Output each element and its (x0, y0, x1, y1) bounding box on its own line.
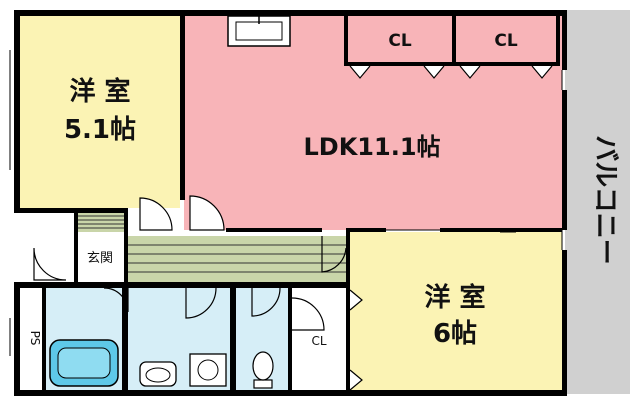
corridor-area (126, 236, 346, 282)
closet-1-label: CL (388, 31, 411, 51)
wash-basin-icon (139, 361, 177, 387)
sliding-door-markers (386, 70, 563, 250)
ldk-area (184, 16, 562, 230)
door-swings (33, 195, 347, 331)
balcony-area (565, 10, 630, 394)
step-stripes (78, 212, 124, 232)
walls (14, 10, 567, 396)
washing-machine-icon (189, 353, 227, 387)
closet-3-area (292, 288, 346, 390)
entrance-area (76, 236, 124, 282)
western-room-a-area (20, 16, 180, 208)
closet-doors (349, 65, 553, 391)
corridor-stripes (126, 244, 346, 273)
closet-2-label: CL (494, 31, 517, 51)
closet-3-label: CL (311, 334, 326, 348)
kitchen-sink-icon (227, 15, 291, 47)
balcony-label: バルコニー (590, 135, 620, 264)
toilet-icon (252, 351, 274, 389)
western-room-a-label-line1: 洋 室 (69, 76, 130, 107)
pipe-space-label: PS (28, 331, 42, 346)
bathtub-icon (49, 339, 119, 387)
ldk-label: LDK11.1帖 (303, 133, 440, 161)
western-room-b-label-line2: 6帖 (433, 319, 477, 349)
entrance-label: 玄関 (87, 251, 113, 266)
western-room-a-label-line2: 5.1帖 (64, 115, 136, 145)
western-room-b-label-line1: 洋 室 (424, 282, 485, 313)
western-room-b-area (348, 232, 562, 390)
